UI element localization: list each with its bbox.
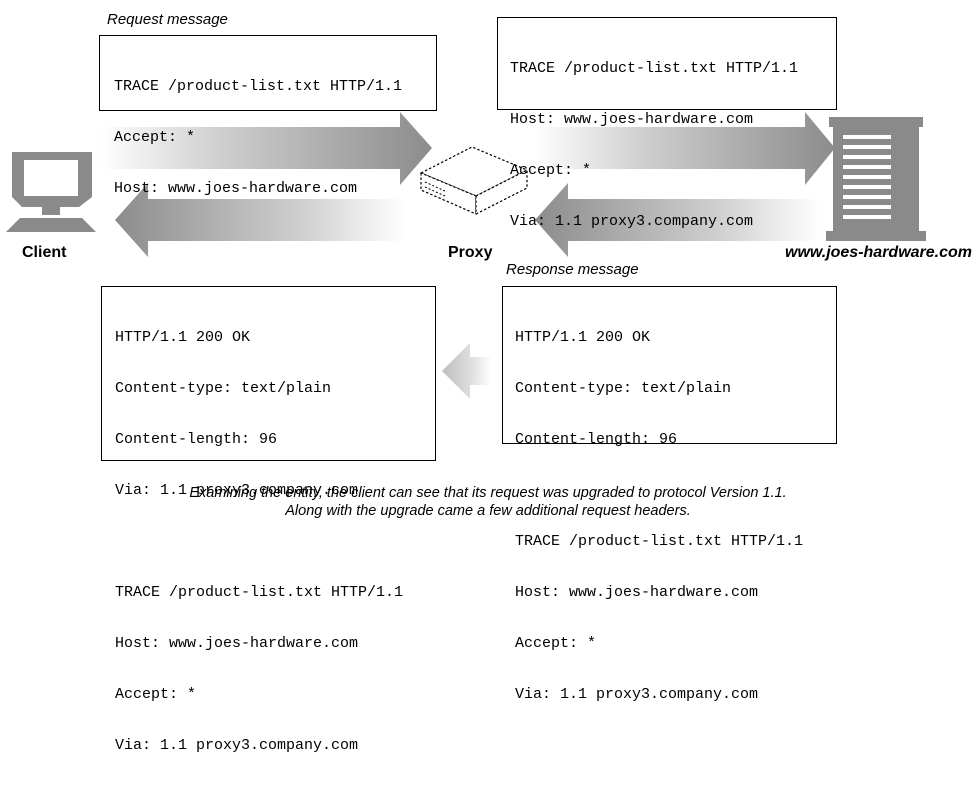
diagram-graphics: [6, 112, 926, 399]
forwarded-request-box: TRACE /product-list.txt HTTP/1.1 Host: w…: [497, 17, 837, 230]
response-header-content-length: Content-length: 96: [515, 431, 678, 448]
caption-line-2: Along with the upgrade came a few additi…: [285, 503, 691, 519]
client-response-blank-line: [115, 533, 435, 550]
response-body-accept: Accept: *: [515, 635, 597, 652]
request-header-accept: Accept: *: [114, 129, 196, 146]
response-body-via: Via: 1.1 proxy3.company.com: [515, 686, 759, 703]
response-arrow-small: [442, 343, 492, 399]
caption-line-1: Examining the entity, the client can see…: [189, 485, 787, 501]
forwarded-header-via: Via: 1.1 proxy3.company.com: [510, 213, 754, 230]
forwarded-header-host: Host: www.joes-hardware.com: [510, 111, 754, 128]
client-label: Client: [22, 244, 67, 261]
forwarded-header-accept: Accept: *: [510, 162, 592, 179]
proxy-label: Proxy: [448, 244, 493, 261]
request-arrow-client-to-proxy: [100, 112, 432, 185]
response-status-line: HTTP/1.1 200 OK: [515, 329, 651, 346]
client-response-via: Via: 1.1 proxy3.company.com: [115, 482, 359, 499]
client-response-body-accept: Accept: *: [115, 686, 197, 703]
response-body-host: Host: www.joes-hardware.com: [515, 584, 759, 601]
response-arrow-server-to-proxy: [535, 183, 820, 257]
response-message-box: HTTP/1.1 200 OK Content-type: text/plain…: [502, 286, 837, 703]
client-response-box: HTTP/1.1 200 OK Content-type: text/plain…: [101, 286, 436, 754]
client-response-status-line: HTTP/1.1 200 OK: [115, 329, 251, 346]
client-computer-icon: [6, 152, 96, 232]
request-header-host: Host: www.joes-hardware.com: [114, 180, 358, 197]
response-message-label: Response message: [506, 261, 639, 278]
client-response-body-host: Host: www.joes-hardware.com: [115, 635, 359, 652]
server-tower-icon: [826, 117, 926, 241]
client-response-content-length: Content-length: 96: [115, 431, 278, 448]
client-response-body-via: Via: 1.1 proxy3.company.com: [115, 737, 359, 754]
request-message-box: TRACE /product-list.txt HTTP/1.1 Accept:…: [99, 35, 437, 197]
request-message-label: Request message: [107, 11, 228, 28]
response-header-content-type: Content-type: text/plain: [515, 380, 732, 397]
forwarded-request-line: TRACE /product-list.txt HTTP/1.1: [510, 60, 799, 77]
request-line: TRACE /product-list.txt HTTP/1.1: [114, 78, 403, 95]
client-response-body-request-line: TRACE /product-list.txt HTTP/1.1: [115, 584, 404, 601]
response-body-request-line: TRACE /product-list.txt HTTP/1.1: [515, 533, 804, 550]
proxy-device-icon: [419, 146, 529, 215]
request-arrow-proxy-to-server: [535, 112, 835, 185]
client-response-content-type: Content-type: text/plain: [115, 380, 332, 397]
response-arrow-proxy-to-client: [115, 183, 405, 257]
server-label: www.joes-hardware.com: [785, 244, 973, 261]
